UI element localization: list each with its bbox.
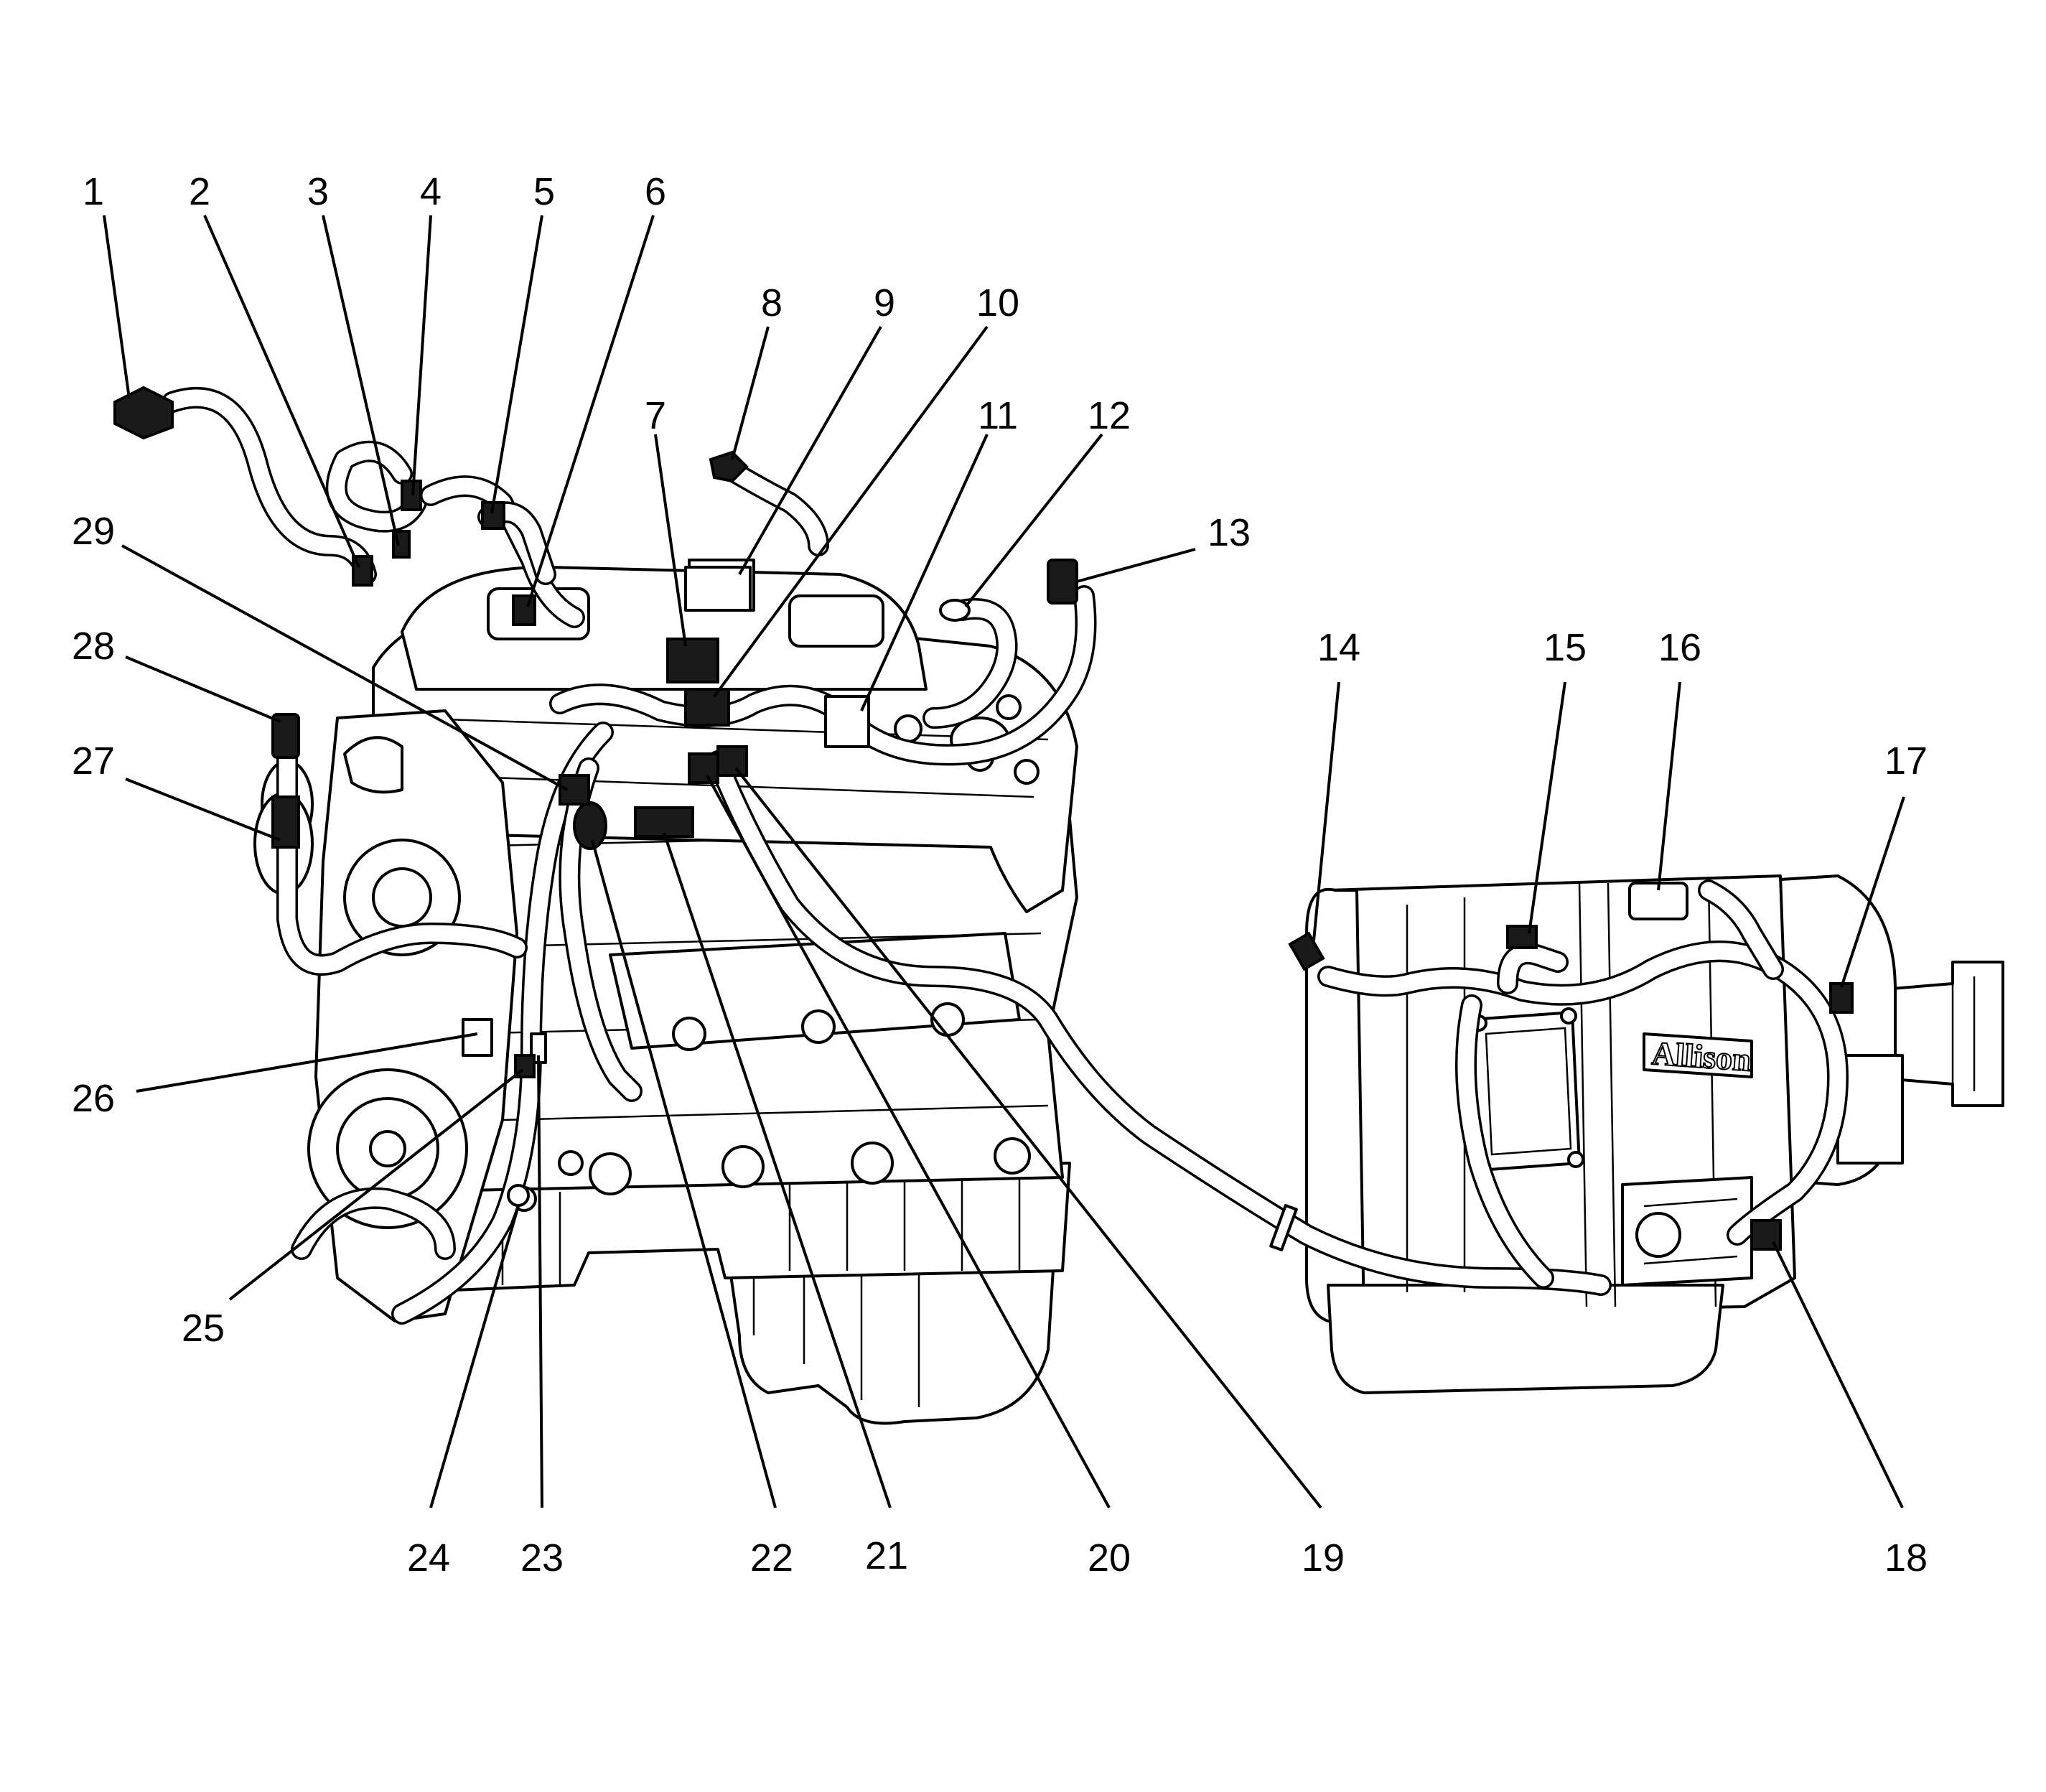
- connector-8: [709, 450, 749, 483]
- connector-28: [271, 713, 300, 759]
- callout-24: 24: [407, 1536, 450, 1579]
- callout-1: 1: [83, 170, 104, 213]
- callout-14: 14: [1317, 626, 1360, 669]
- connector-1: [113, 386, 174, 440]
- pto-cover: [1470, 1011, 1581, 1172]
- connector-7: [666, 638, 719, 683]
- callout-13: 13: [1207, 511, 1251, 554]
- leader-8: [731, 326, 770, 460]
- callout-23: 23: [520, 1536, 564, 1579]
- callout-7: 7: [645, 394, 666, 437]
- leader-24: [429, 1205, 520, 1508]
- connector-17: [1829, 982, 1854, 1014]
- leader-11: [860, 434, 989, 711]
- leader-4: [411, 215, 432, 496]
- callout-labels: 1 2 3 4 5 6 7 8 9 10 11 12 13 14 15 16 1…: [72, 170, 1928, 1579]
- leader-21: [663, 832, 892, 1508]
- leader-12: [964, 433, 1103, 608]
- leader-2: [203, 215, 360, 568]
- callout-22: 22: [750, 1536, 793, 1579]
- wiring-harness: [162, 387, 1849, 1325]
- connector-21: [634, 806, 694, 838]
- connector-12: [939, 599, 971, 622]
- leader-26: [136, 1032, 478, 1093]
- leader-1: [103, 215, 131, 399]
- connector-20: [688, 752, 719, 784]
- leader-20: [706, 775, 1111, 1508]
- connector-13: [1047, 559, 1078, 605]
- leader-27: [125, 778, 281, 841]
- callout-17: 17: [1884, 739, 1928, 783]
- leader-29: [121, 544, 568, 791]
- connector-11: [824, 695, 870, 748]
- oil-pan: [724, 1233, 1057, 1425]
- callout-11: 11: [978, 394, 1018, 437]
- callout-4: 4: [420, 170, 442, 213]
- connector-24: [507, 1184, 530, 1207]
- leader-17: [1840, 796, 1905, 988]
- connector-9: [684, 566, 752, 612]
- leader-23: [537, 1055, 543, 1508]
- connector-4: [401, 480, 422, 511]
- leader-7: [654, 434, 687, 647]
- leader-13: [1076, 548, 1196, 583]
- callout-15: 15: [1543, 626, 1587, 669]
- connector-26: [462, 1018, 493, 1057]
- callout-29: 29: [72, 510, 115, 553]
- callout-28: 28: [72, 625, 115, 668]
- connector-27: [271, 795, 300, 849]
- engine-block: [253, 559, 1078, 1425]
- leader-3: [322, 215, 400, 546]
- connector-19: [716, 745, 748, 777]
- leader-10: [713, 325, 989, 698]
- leader-16: [1657, 681, 1681, 891]
- callout-leaders: [103, 215, 1905, 1509]
- callout-26: 26: [72, 1077, 115, 1120]
- callout-12: 12: [1088, 394, 1131, 437]
- leader-19: [734, 767, 1322, 1509]
- transmission: Allison: [1305, 874, 2004, 1394]
- leader-6: [526, 215, 655, 607]
- callout-2: 2: [189, 170, 210, 213]
- leader-28: [125, 655, 281, 723]
- callout-6: 6: [645, 170, 666, 213]
- callout-20: 20: [1088, 1536, 1131, 1579]
- callout-10: 10: [976, 281, 1019, 325]
- connector-6: [512, 594, 536, 626]
- leader-14: [1312, 681, 1340, 941]
- leader-9: [738, 326, 882, 575]
- connector-15: [1506, 925, 1538, 949]
- callout-16: 16: [1658, 626, 1701, 669]
- leader-18: [1772, 1241, 1904, 1508]
- connectors: [113, 386, 1854, 1251]
- leader-5: [490, 215, 543, 514]
- callout-27: 27: [72, 739, 115, 783]
- callout-9: 9: [874, 281, 895, 325]
- connector-22: [573, 801, 607, 850]
- connector-10: [684, 688, 730, 727]
- callout-25: 25: [182, 1307, 225, 1350]
- callout-8: 8: [761, 281, 783, 325]
- leader-25: [228, 1068, 524, 1301]
- callout-3: 3: [307, 170, 329, 213]
- connector-14: [1288, 931, 1325, 971]
- brand-text: Allison: [1650, 1035, 1752, 1078]
- transmission-pan: [1327, 1284, 1724, 1394]
- callout-5: 5: [533, 170, 555, 213]
- leader-15: [1528, 681, 1566, 934]
- callout-19: 19: [1302, 1536, 1345, 1579]
- callout-21: 21: [865, 1534, 908, 1577]
- callout-18: 18: [1884, 1536, 1928, 1579]
- leader-22: [591, 839, 777, 1508]
